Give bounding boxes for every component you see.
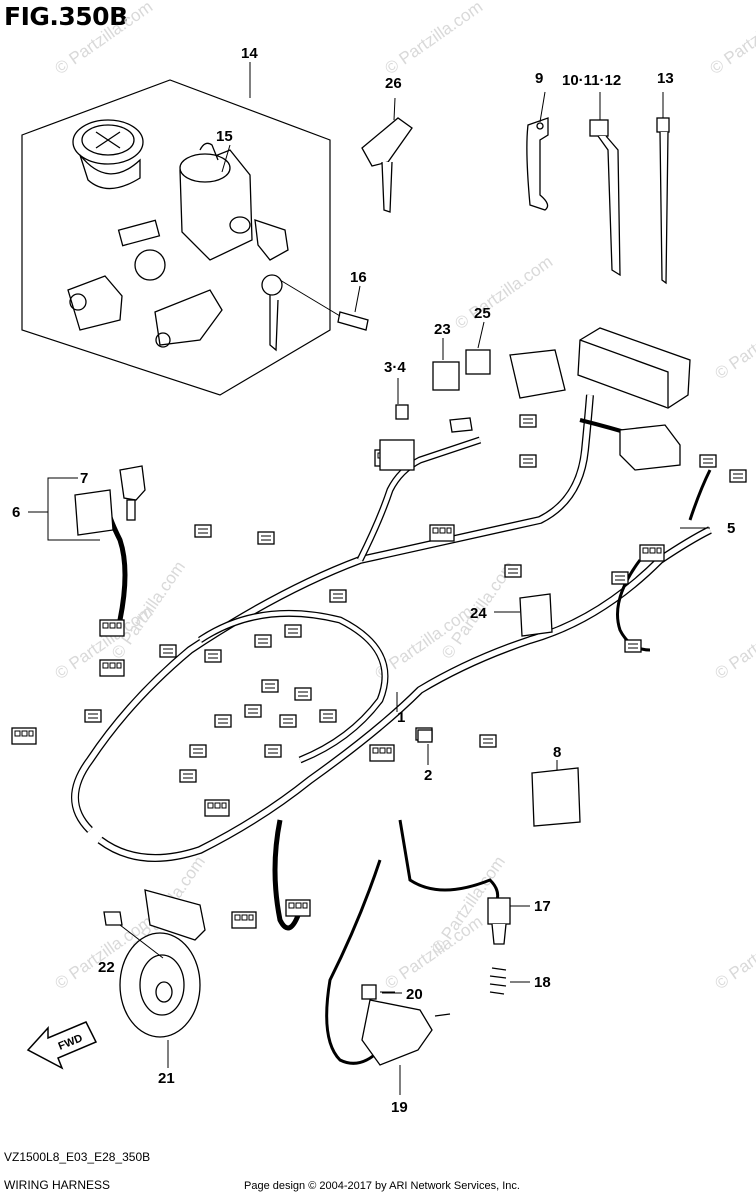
connector — [204, 799, 230, 817]
connector — [189, 744, 207, 758]
watermark: © Partzilla.com — [51, 0, 156, 78]
connector — [624, 639, 642, 653]
callout-5: 5 — [727, 520, 735, 537]
copyright-notice: Page design © 2004-2017 by ARI Network S… — [244, 1180, 520, 1192]
callout-10-11-12: 10·11·12 — [562, 72, 621, 89]
connector — [279, 714, 297, 728]
horn — [103, 889, 206, 1068]
connector — [214, 714, 232, 728]
main-wiring-harness — [71, 394, 712, 1065]
connector — [294, 687, 312, 701]
watermark: © Partzilla.com — [451, 252, 556, 333]
callout-20: 20 — [406, 986, 423, 1003]
connector — [699, 454, 717, 468]
callout-24b: 24 — [470, 605, 487, 622]
connector — [179, 769, 197, 783]
connector — [519, 414, 537, 428]
callout-26: 26 — [385, 75, 402, 92]
connector — [11, 727, 37, 745]
rear-stop-switch — [487, 897, 530, 995]
callout-16: 16 — [350, 269, 367, 286]
clamps-and-ties — [526, 117, 670, 285]
connector — [319, 709, 337, 723]
connector — [285, 899, 311, 917]
connector — [264, 744, 282, 758]
main-coupler-block — [379, 327, 691, 471]
callout-7: 7 — [80, 470, 88, 487]
watermark: © Partzilla.com — [381, 0, 486, 78]
connector — [99, 659, 125, 677]
callout-22: 22 — [98, 959, 115, 976]
connector — [99, 619, 125, 637]
connector — [369, 744, 395, 762]
connector — [729, 469, 747, 483]
connector — [611, 571, 629, 585]
watermark: © Partzilla.com — [711, 912, 756, 993]
watermark: © Partzilla.com — [711, 602, 756, 683]
misc-parts — [74, 465, 581, 827]
connector — [159, 644, 177, 658]
connector — [261, 679, 279, 693]
connector — [244, 704, 262, 718]
callout-23: 23 — [434, 321, 451, 338]
watermark: © Partzilla.com — [711, 302, 756, 383]
connector — [639, 544, 665, 562]
callout-3-4: 3·4 — [384, 359, 406, 376]
callout-14: 14 — [241, 45, 258, 62]
figure-code: VZ1500L8_E03_E28_350B — [4, 1150, 151, 1164]
leader-lines — [28, 91, 710, 994]
callout-21: 21 — [158, 1070, 175, 1087]
callout-18: 18 — [534, 974, 551, 991]
callout-labels: 1 2 3·4 5 6 7 8 9 10·11·12 13 14 15 16 1… — [12, 45, 735, 1116]
connector — [194, 524, 212, 538]
connector — [479, 734, 497, 748]
callout-9: 9 — [535, 70, 543, 87]
callout-15: 15 — [216, 128, 233, 145]
callout-24: 25 — [474, 305, 491, 322]
figure-name: WIRING HARNESS — [4, 1178, 111, 1192]
figure-title: FIG.350B — [4, 2, 128, 31]
connector — [257, 531, 275, 545]
callout-19: 19 — [391, 1099, 408, 1116]
callout-17: 17 — [534, 898, 551, 915]
connector — [329, 589, 347, 603]
watermark: © Partzilla.com — [706, 0, 756, 78]
connector — [504, 564, 522, 578]
ignition-switch-set — [21, 62, 369, 396]
watermark: © Partzilla.com — [381, 912, 486, 993]
connector — [254, 634, 272, 648]
callout-13: 13 — [657, 70, 674, 87]
connector — [204, 649, 222, 663]
side-stand-switch — [361, 984, 451, 1095]
callout-2: 2 — [424, 767, 432, 784]
callout-6: 6 — [12, 504, 20, 521]
connector — [429, 524, 455, 542]
fwd-arrow: FWD — [26, 1021, 98, 1070]
connector — [231, 911, 257, 929]
blank-key — [361, 117, 413, 213]
connector — [519, 454, 537, 468]
connector — [284, 624, 302, 638]
callout-8: 8 — [553, 744, 561, 761]
callout-1: 1 — [397, 709, 405, 726]
connector — [84, 709, 102, 723]
